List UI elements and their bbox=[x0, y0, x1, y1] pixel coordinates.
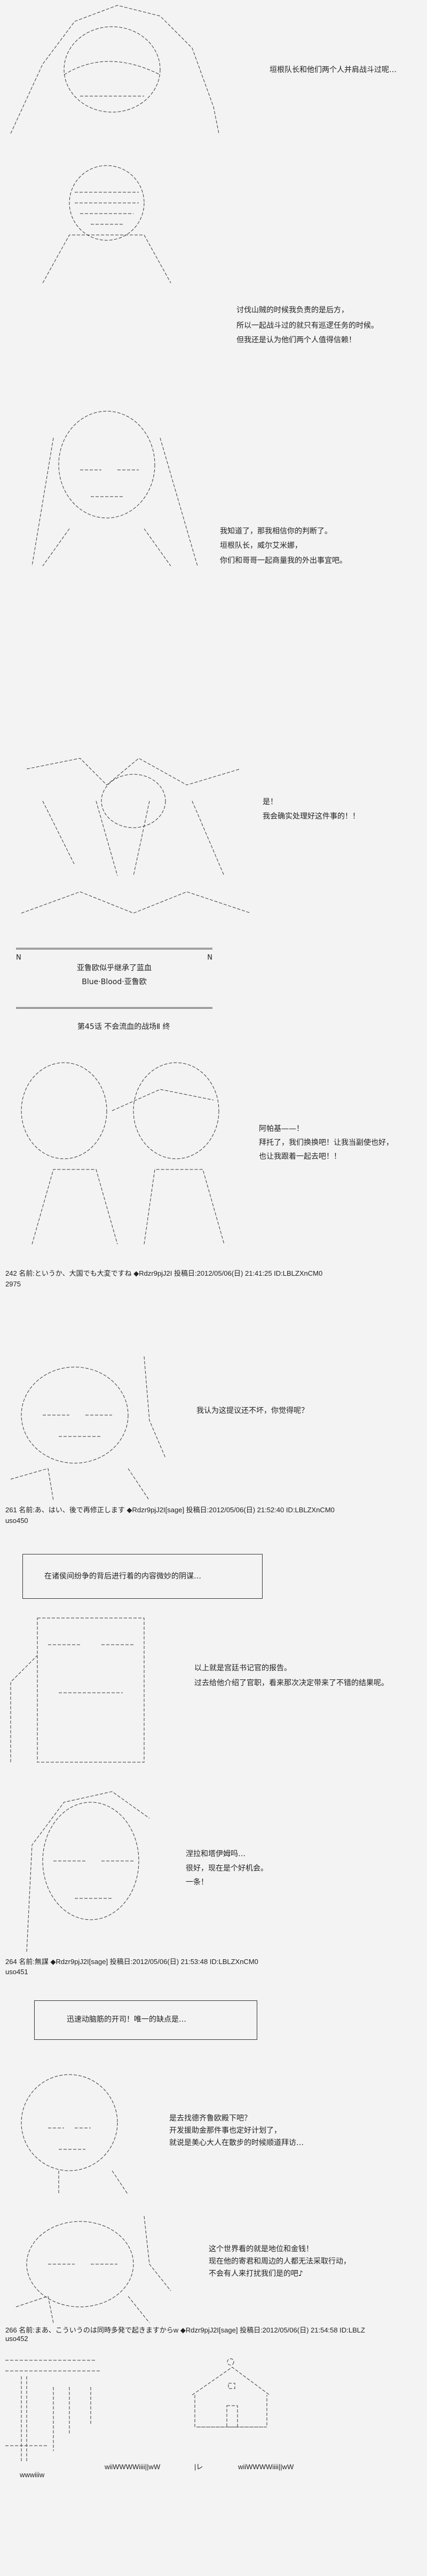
ascii-art-figure-1 bbox=[0, 0, 224, 139]
post-header: 266 名前:まあ、こういうのは同時多発で起きますからw ◆Rdzr9pjJ2I… bbox=[5, 2326, 365, 2334]
dialogue-line: 是！ bbox=[263, 798, 278, 806]
post-header: 264 名前:無謀 ◆Rdzr9pjJ2I[sage] 投稿日:2012/05/… bbox=[5, 1958, 258, 1966]
dialogue-line: 但我还是认为他们两个人值得信赖！ bbox=[236, 336, 356, 344]
dialogue-line: 阿帕基——！ bbox=[259, 1125, 304, 1133]
narration-box: 在诸侯间纷争的背后进行着的内容微妙的阴谋… bbox=[22, 1554, 263, 1599]
dialogue-line: 涅拉和塔伊姆吗… bbox=[186, 1850, 246, 1858]
banner-border-right: N bbox=[207, 954, 212, 962]
dialogue-line: 就说是美心大人在散步的时候顺道拜访… bbox=[169, 2139, 304, 2147]
post-header: 261 名前:あ、はい、後で再修正します ◆Rdzr9pjJ2I[sage] 投… bbox=[5, 1506, 335, 1514]
ascii-art-figure-10 bbox=[5, 2216, 176, 2323]
ascii-art-figure-4 bbox=[11, 737, 256, 918]
narration-text: 在诸侯间纷争的背后进行着的内容微妙的阴谋… bbox=[44, 1572, 201, 1581]
ascii-art-figure-9 bbox=[5, 2069, 133, 2195]
dialogue-line: 垣根队长和他们两个人并肩战斗过呢… bbox=[270, 66, 397, 74]
banner-line-1: 亚鲁欧似乎继承了蓝血 bbox=[77, 964, 152, 972]
dialogue-line: 过去给他介绍了官职，看来那次决定带来了不错的结果呢。 bbox=[194, 1679, 389, 1687]
dialogue-line: 拜托了，我们换换吧！让我当副使也好， bbox=[259, 1138, 393, 1147]
dialogue-line: 垣根队长，威尔艾米娜， bbox=[220, 541, 302, 550]
ascii-art-text: |レ bbox=[194, 2463, 203, 2471]
post-header: 242 名前:というか、大国でも大変ですね ◆Rdzr9pjJ2I 投稿日:20… bbox=[5, 1269, 323, 1277]
banner-border-left: N bbox=[16, 954, 21, 962]
dialogue-line: 不会有人来打扰我们是的吧♪ bbox=[209, 2269, 303, 2278]
dialogue-line: 所以一起战斗过的就只有巡逻任务的时候。 bbox=[236, 321, 378, 330]
dialogue-line: 以上就是宫廷书记官的报告。 bbox=[194, 1664, 291, 1672]
dialogue-line: 我会确实处理好这件事的！！ bbox=[263, 812, 360, 821]
dialogue-line: 开发援助金那件事也定好计划了， bbox=[169, 2126, 281, 2135]
dialogue-line: 也让我跟着一起去吧！！ bbox=[259, 1152, 341, 1161]
dialogue-line: 讨伐山贼的时候我负责的是后方， bbox=[236, 306, 349, 315]
ascii-art-figure-3 bbox=[21, 406, 213, 571]
dialogue-line: 这个世界看的就是地位和金钱！ bbox=[209, 2245, 313, 2253]
dialogue-line: 是去找德齐鲁欧殿下吧？ bbox=[169, 2114, 251, 2123]
ascii-art-text: wiiWWWWiiii||wW bbox=[238, 2463, 294, 2471]
ascii-art-figure-7 bbox=[5, 1613, 165, 1768]
ascii-art-figure-6 bbox=[5, 1356, 171, 1501]
banner-box: N N 亚鲁欧似乎继承了蓝血 Blue·Blood·亚鲁欧 bbox=[16, 948, 212, 1009]
ascii-art-text: wiiWWWWiiii||wW bbox=[105, 2463, 161, 2471]
dialogue-line: 很好，现在是个好机会。 bbox=[186, 1864, 268, 1873]
ascii-art-figure-5 bbox=[11, 1047, 235, 1250]
dialogue-line: 现在他的寄君和周边的人都无法采取行动， bbox=[209, 2257, 351, 2266]
ascii-art-house bbox=[192, 2358, 272, 2432]
chapter-title: 第45话 不会流血的战场Ⅱ 终 bbox=[77, 1023, 170, 1031]
ascii-art-trees bbox=[5, 2355, 155, 2467]
post-subline: uso451 bbox=[5, 1968, 28, 1976]
dialogue-line: 我认为这提议还不坏，你觉得呢？ bbox=[196, 1407, 309, 1415]
banner-line-2: Blue·Blood·亚鲁欧 bbox=[82, 978, 147, 986]
dialogue-line: 我知道了，那我相信你的判断了。 bbox=[220, 527, 332, 536]
post-subline: uso452 bbox=[5, 2335, 28, 2343]
post-subline: uso450 bbox=[5, 1517, 28, 1525]
post-subline: 2975 bbox=[5, 1280, 21, 1288]
ascii-art-text: wwwiiiw bbox=[20, 2471, 45, 2479]
ascii-art-figure-2 bbox=[32, 160, 181, 284]
narration-box: 迅速动脑筋的开司！唯一的缺点是… bbox=[34, 2000, 257, 2040]
ascii-art-figure-8 bbox=[5, 1781, 160, 1952]
dialogue-line: 一条！ bbox=[186, 1878, 208, 1887]
dialogue-line: 你们和哥哥一起商量我的外出事宜吧。 bbox=[220, 556, 347, 565]
narration-text: 迅速动脑筋的开司！唯一的缺点是… bbox=[67, 2015, 186, 2024]
